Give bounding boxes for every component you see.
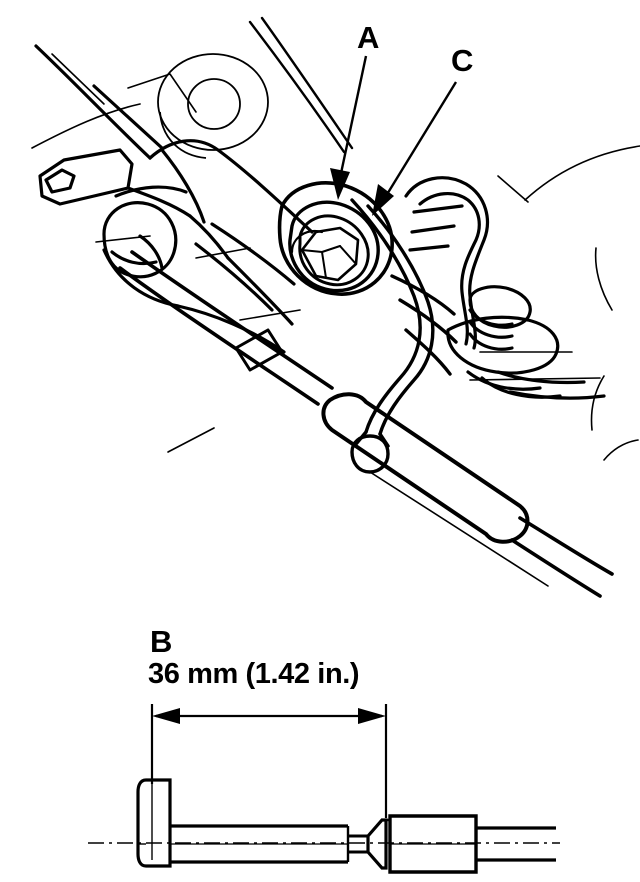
- callout-label-a: A: [357, 20, 380, 55]
- adjuster-link-bar: [350, 198, 458, 474]
- leader-line-c: [372, 81, 458, 216]
- dimension-line: [152, 708, 386, 724]
- cable-end-side-view: [136, 778, 556, 874]
- hex-adjuster-nut: [277, 181, 394, 296]
- callout-label-b: B: [150, 624, 173, 659]
- dimension-extension-lines: [150, 704, 388, 818]
- background-contours: [31, 53, 640, 461]
- leader-line-a: [330, 55, 368, 200]
- dimension-label: 36 mm (1.42 in.): [148, 658, 360, 690]
- callout-label-c: C: [451, 43, 474, 78]
- spring-bracket: [404, 176, 606, 400]
- cable-assembly: [118, 16, 614, 598]
